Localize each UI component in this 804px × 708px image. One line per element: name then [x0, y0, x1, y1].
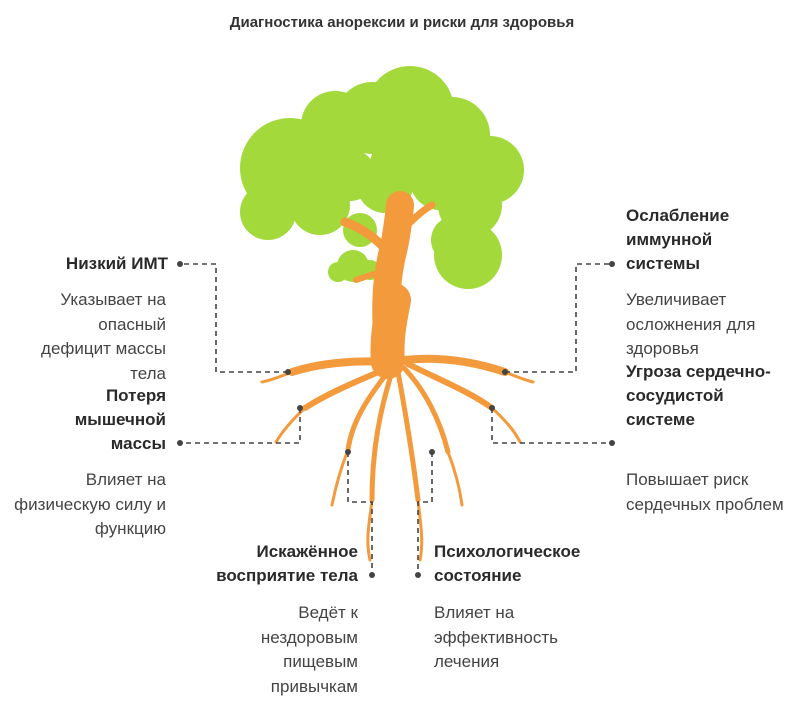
item-description-low-bmi: Указывает на опасный дефицит массы тела	[41, 290, 166, 383]
connector-immune	[505, 263, 612, 373]
endpoint-dot	[285, 369, 291, 375]
item-description-psychology: Влияет на эффективность лечения	[434, 603, 559, 671]
endpoint-dot	[609, 440, 615, 446]
connector-lines	[180, 263, 612, 575]
endpoint-dot	[489, 405, 495, 411]
connector-psychology	[417, 452, 433, 575]
endpoint-dot	[369, 572, 375, 578]
connector-muscle-loss	[180, 408, 301, 444]
item-heading-low-bmi: Низкий ИМТ	[65, 254, 168, 273]
connector-body-image	[347, 452, 373, 575]
item-description-immune: Увеличивает осложнения для здоровья	[626, 290, 756, 358]
diagram-title: Диагностика анорексии и риски для здоров…	[229, 14, 575, 31]
connector-low-bmi	[180, 263, 288, 373]
endpoint-dot	[345, 449, 351, 455]
item-description-muscle-loss: Влияет на физическую силу и функцию	[14, 470, 166, 538]
endpoint-dot	[429, 449, 435, 455]
tree-foliage	[240, 66, 524, 289]
item-heading-cardio: Угроза сердечно-сосудистой системе	[626, 362, 771, 429]
item-description-cardio: Повышает риск сердечных проблем	[626, 470, 784, 514]
endpoint-dot	[177, 261, 183, 267]
endpoint-dot	[609, 261, 615, 267]
item-heading-psychology: Психологическое состояние	[434, 542, 581, 585]
item-heading-body-image: Искажённое восприятие тела	[216, 542, 358, 585]
item-description-body-image: Ведёт к нездоровым пищевым привычкам	[260, 603, 358, 696]
endpoint-dot	[177, 440, 183, 446]
item-heading-immune: Ослабление иммунной системы	[626, 206, 730, 273]
item-heading-muscle-loss: Потеря мышечной массы	[74, 386, 166, 453]
endpoint-dot	[297, 405, 303, 411]
endpoint-dot	[415, 572, 421, 578]
connector-cardio	[491, 408, 612, 444]
tree-trunk-and-roots	[260, 191, 535, 562]
endpoint-dot	[502, 369, 508, 375]
connector-endpoints	[177, 261, 615, 578]
